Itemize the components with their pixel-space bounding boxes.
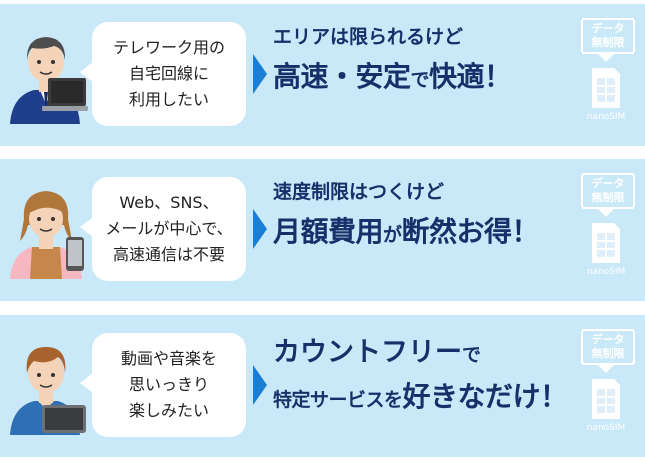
- plan-message: 速度制限はつくけど 月額費用が断然お得！: [273, 177, 573, 260]
- chevron-right-icon: [253, 365, 267, 405]
- message-subline: エリアは限られるけど: [273, 26, 464, 48]
- sim-label: nanoSIM: [586, 423, 626, 433]
- badge-line: 無制限: [591, 347, 625, 360]
- headline-part: 月額費用: [273, 215, 384, 248]
- badge-line: データ: [591, 177, 625, 190]
- message-headline: 月額費用が断然お得！: [273, 207, 573, 260]
- bubble-line: Web、SNS、: [119, 193, 219, 212]
- speech-bubble: Web、SNS、 メールが中心で、 高速通信は不要: [80, 177, 246, 281]
- plan-message: エリアは限られるけど 高速・安定で快適！: [273, 22, 573, 105]
- plan-panel-light-use: Web、SNS、 メールが中心で、 高速通信は不要 速度制限はつくけど 月額費用…: [0, 159, 645, 301]
- bubble-line: 楽しみたい: [128, 401, 209, 420]
- message-headline-top: カウントフリーで: [273, 333, 573, 375]
- businessman-laptop-icon: [10, 37, 88, 124]
- badge-pointer: [598, 209, 614, 217]
- headline-particle: で: [410, 69, 430, 91]
- nano-sim-icon: [592, 223, 620, 263]
- chevron-right-icon: [253, 209, 267, 249]
- bubble-line: 利用したい: [128, 90, 209, 109]
- message-headline: 高速・安定で快適！: [273, 52, 573, 105]
- plan-panel-telework: テレワーク用の 自宅回線に 利用したい エリアは限られるけど 高速・安定で快適！…: [0, 4, 645, 146]
- badge-line: 無制限: [591, 191, 625, 204]
- headline-part: 好きなだけ！: [402, 380, 569, 413]
- plan-panel-count-free: 動画や音楽を 思いっきり 楽しみたい カウントフリーで 特定サービスを好きなだけ…: [0, 315, 645, 457]
- unlimited-data-badge: データ 無制限: [581, 18, 635, 54]
- unlimited-data-badge: データ 無制限: [581, 329, 635, 365]
- headline-part: 断然お得！: [401, 215, 540, 248]
- bubble-line: 自宅回線に: [128, 64, 209, 83]
- badge-line: データ: [591, 333, 625, 346]
- badge-pointer: [598, 365, 614, 373]
- message-subline: 速度制限はつくけど: [273, 181, 445, 203]
- bubble-line: テレワーク用の: [112, 38, 225, 57]
- sim-card-graphic: データ 無制限 nanoSIM: [578, 18, 635, 136]
- bubble-line: メールが中心で、: [105, 219, 233, 238]
- bubble-line: 動画や音楽を: [120, 349, 217, 368]
- nano-sim-icon: [592, 379, 620, 419]
- bubble-line: 高速通信は不要: [112, 245, 225, 264]
- woman-smartphone-icon: [10, 191, 84, 279]
- plan-message: カウントフリーで 特定サービスを好きなだけ！: [273, 333, 573, 422]
- speech-bubble: テレワーク用の 自宅回線に 利用したい: [80, 22, 246, 126]
- headline-part: 特定サービスを: [273, 389, 403, 411]
- headline-part: 高速・安定: [273, 60, 411, 93]
- badge-line: データ: [591, 22, 625, 35]
- speech-bubble: 動画や音楽を 思いっきり 楽しみたい: [80, 333, 246, 437]
- sim-label: nanoSIM: [586, 267, 626, 277]
- bubble-line: 思いっきり: [128, 375, 209, 394]
- unlimited-data-badge: データ 無制限: [581, 173, 635, 209]
- headline-part: 快適！: [429, 60, 512, 93]
- sim-card-graphic: データ 無制限 nanoSIM: [578, 329, 635, 447]
- headline-particle: で: [462, 344, 482, 366]
- message-headline: 特定サービスを好きなだけ！: [273, 375, 573, 422]
- headline-particle: が: [383, 224, 402, 246]
- badge-pointer: [598, 54, 614, 62]
- nano-sim-icon: [592, 68, 620, 108]
- badge-line: 無制限: [591, 36, 625, 49]
- sim-label: nanoSIM: [586, 112, 626, 122]
- chevron-right-icon: [253, 54, 267, 94]
- headline-part: カウントフリー: [273, 337, 462, 368]
- young-man-tablet-icon: [10, 347, 86, 435]
- sim-card-graphic: データ 無制限 nanoSIM: [578, 173, 635, 291]
